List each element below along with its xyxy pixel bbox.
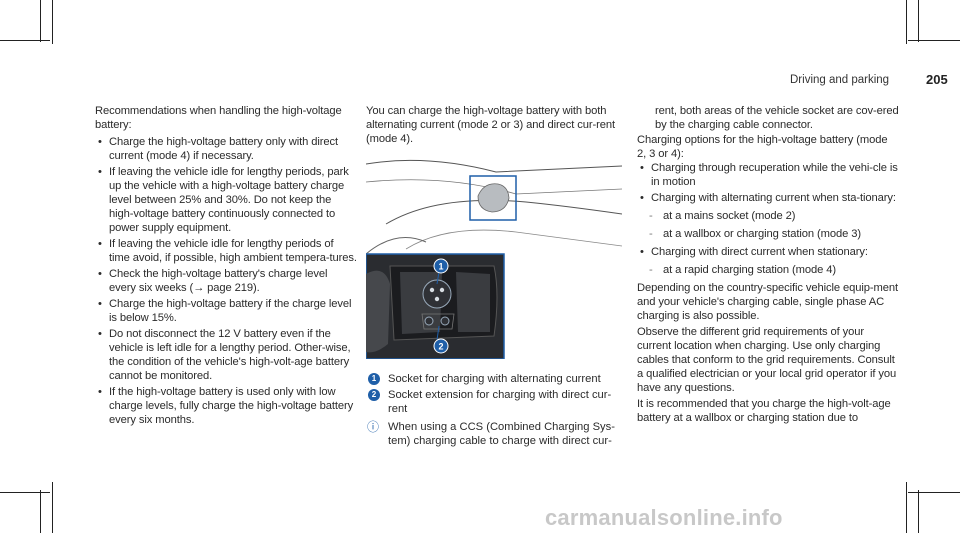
page-number: 205 — [926, 72, 948, 87]
info-icon: ⓘ — [367, 420, 380, 434]
sub-list-item: at a wallbox or charging station (mode 3… — [637, 227, 899, 241]
callout-badge: 1 — [368, 373, 380, 385]
callout-1-marker — [433, 258, 449, 274]
list-item: Do not disconnect the 12 V battery even … — [95, 327, 357, 383]
legend-item: 2 Socket extension for charging with dir… — [366, 388, 624, 416]
list-item: Charging through recuperation while the … — [637, 161, 899, 189]
crop-mark — [906, 0, 907, 44]
legend-text: Socket extension for charging with direc… — [388, 389, 612, 415]
crop-mark — [918, 0, 919, 42]
crop-mark — [908, 492, 960, 493]
crop-mark — [0, 40, 50, 41]
info-note: ⓘ When using a CCS (Combined Charging Sy… — [366, 420, 624, 448]
recommendations-list: Charge the high-voltage battery only wit… — [95, 135, 357, 427]
list-item: Charge the high-voltage battery if the c… — [95, 297, 357, 325]
section-title: Driving and parking — [790, 74, 890, 86]
crop-mark — [0, 492, 50, 493]
crop-mark — [908, 40, 960, 41]
sub-list-item: at a mains socket (mode 2) — [637, 209, 899, 223]
paragraph: Observe the different grid requirements … — [637, 326, 897, 394]
crop-mark — [918, 490, 919, 533]
figure-legend: 1 Socket for charging with alternating c… — [366, 372, 624, 450]
callout-2-label: 2 — [438, 342, 443, 352]
middle-column: You can charge the high-voltage battery … — [366, 104, 624, 146]
list-item: Charge the high-voltage battery only wit… — [95, 135, 357, 163]
paragraph: Depending on the country-specific vehicl… — [637, 282, 898, 322]
crop-mark — [40, 0, 41, 42]
crop-mark — [40, 490, 41, 533]
intro-text: Recommendations when handling the high-v… — [95, 105, 342, 131]
sub-list-item: at a rapid charging station (mode 4) — [637, 263, 899, 277]
watermark: carmanualsonline.info — [545, 505, 783, 530]
charging-options-list: Charging through recuperation while the … — [637, 161, 899, 277]
legend-text: Socket for charging with alternating cur… — [388, 373, 601, 385]
crop-mark — [906, 482, 907, 533]
list-item: Check the high-voltage battery's charge … — [95, 267, 357, 295]
list-item: If the high-voltage battery is used only… — [95, 385, 357, 427]
list-item: Charging with alternating current when s… — [637, 191, 899, 205]
continued-text: rent, both areas of the vehicle socket a… — [655, 105, 899, 131]
list-item: If leaving the vehicle idle for lengthy … — [95, 237, 357, 265]
charging-options-title: Charging options for the high-voltage ba… — [637, 134, 888, 160]
paragraph: It is recommended that you charge the hi… — [637, 398, 891, 424]
crop-mark — [52, 0, 53, 44]
list-item: If leaving the vehicle idle for lengthy … — [95, 165, 357, 235]
intro-text: You can charge the high-voltage battery … — [366, 105, 616, 145]
crop-mark — [52, 482, 53, 533]
legend-item: 1 Socket for charging with alternating c… — [366, 372, 624, 386]
info-text: When using a CCS (Combined Charging Sys-… — [388, 421, 615, 447]
right-column: rent, both areas of the vehicle socket a… — [637, 104, 899, 425]
list-item: Charging with direct current when statio… — [637, 245, 899, 259]
callout-2-marker — [433, 338, 449, 354]
charging-socket-illustration: 1 2 — [366, 154, 622, 359]
callout-badge: 2 — [368, 389, 380, 401]
left-column: Recommendations when handling the high-v… — [95, 104, 357, 429]
callout-1-label: 1 — [438, 262, 443, 272]
